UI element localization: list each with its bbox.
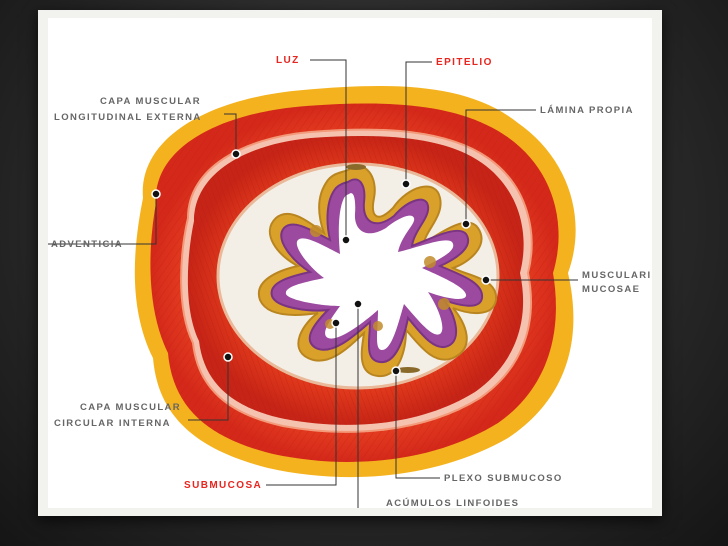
label-muscularis-2: MUCOSAE	[582, 284, 640, 295]
submucosal-plexus-marks	[346, 164, 420, 373]
label-epitelio: EPITELIO	[436, 57, 493, 68]
label-adventicia: ADVENTICIA	[51, 239, 123, 250]
label-lamina-propia: LÁMINA PROPIA	[540, 105, 634, 116]
diagram-canvas: LUZ EPITELIO CAPA MUSCULAR LONGITUDINAL …	[48, 18, 652, 508]
leader-lines	[48, 59, 578, 508]
label-submucosa: SUBMUCOSA	[184, 480, 262, 491]
label-capa-muscular-externa-1: CAPA MUSCULAR	[100, 96, 201, 107]
luz-lumen	[285, 193, 467, 350]
slide-frame: LUZ EPITELIO CAPA MUSCULAR LONGITUDINAL …	[38, 10, 662, 516]
label-acumulos-linfoides: ACÚMULOS LINFOIDES	[386, 497, 519, 508]
label-circular-1: CAPA MUSCULAR	[80, 402, 181, 413]
esophagus-cross-section: LUZ EPITELIO CAPA MUSCULAR LONGITUDINAL …	[48, 55, 652, 508]
pointer-dots	[151, 149, 491, 376]
label-muscularis-1: MUSCULARIS	[582, 270, 652, 281]
label-capa-muscular-externa-2: LONGITUDINAL EXTERNA	[54, 112, 202, 123]
label-luz: LUZ	[276, 55, 300, 66]
label-circular-2: CIRCULAR INTERNA	[54, 418, 171, 429]
label-plexo-submucoso: PLEXO SUBMUCOSO	[444, 473, 563, 484]
